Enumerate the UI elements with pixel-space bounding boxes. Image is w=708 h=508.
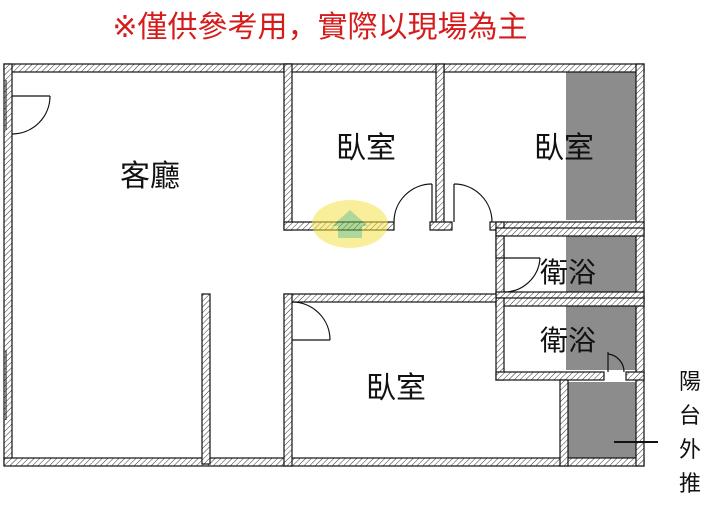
disclaimer-text: ※僅供參考用，實際以現場為主 — [112, 10, 528, 45]
doors — [11, 95, 625, 373]
bath2-gray-area — [566, 306, 636, 370]
door-bedroom-3 — [291, 301, 331, 341]
gray-areas — [566, 72, 636, 458]
wall-bath2-bottom-r — [625, 371, 645, 381]
wall-bath2-bottom — [495, 371, 605, 381]
wall-living-br1 — [283, 63, 293, 231]
door-bathroom-1 — [503, 257, 541, 293]
door-bedroom-1 — [393, 183, 433, 223]
wall-br1-bottom-b — [429, 221, 453, 231]
wall-br1-br2 — [435, 63, 445, 231]
door-bedroom-2 — [453, 183, 493, 223]
bathroom-2-label: 衛浴 — [540, 324, 596, 357]
wall-bath2-top — [495, 297, 645, 307]
watermark-logo — [312, 200, 388, 248]
balcony-note-char: 推 — [678, 472, 701, 497]
wall-br3-top-a — [283, 293, 497, 303]
balcony-note-char: 外 — [678, 438, 701, 463]
wall-living-partial — [201, 293, 211, 465]
wall-bath1-top — [495, 227, 645, 237]
bath1-gray-area — [566, 236, 636, 292]
closet-area-upper — [566, 72, 636, 220]
balcony-note: 陽 台 外 推 — [672, 366, 708, 502]
wall-right — [635, 63, 645, 467]
walls — [3, 63, 645, 467]
bedroom-2-label: 臥室 — [534, 131, 594, 166]
wall-bath2-left — [495, 297, 505, 381]
wall-br3-right-stub — [559, 379, 569, 467]
wall-bath1-left — [495, 235, 505, 259]
bathroom-1-label: 衛浴 — [540, 256, 596, 289]
wall-top-mid — [283, 63, 445, 73]
door-living-entrance — [11, 95, 51, 135]
wall-bottom — [3, 457, 645, 467]
wall-top-right — [443, 63, 645, 73]
bedroom-1-label: 臥室 — [336, 131, 396, 166]
wall-top-left — [3, 63, 293, 73]
balcony-note-char: 陽 — [678, 370, 701, 395]
balcony-note-char: 台 — [678, 404, 701, 429]
bedroom-3-label: 臥室 — [366, 371, 426, 406]
living-room-label: 客廳 — [120, 159, 180, 194]
balcony-area — [566, 382, 636, 458]
wall-br3-left — [283, 293, 293, 467]
wall-left — [3, 63, 13, 465]
door-bathroom-2 — [607, 352, 625, 373]
